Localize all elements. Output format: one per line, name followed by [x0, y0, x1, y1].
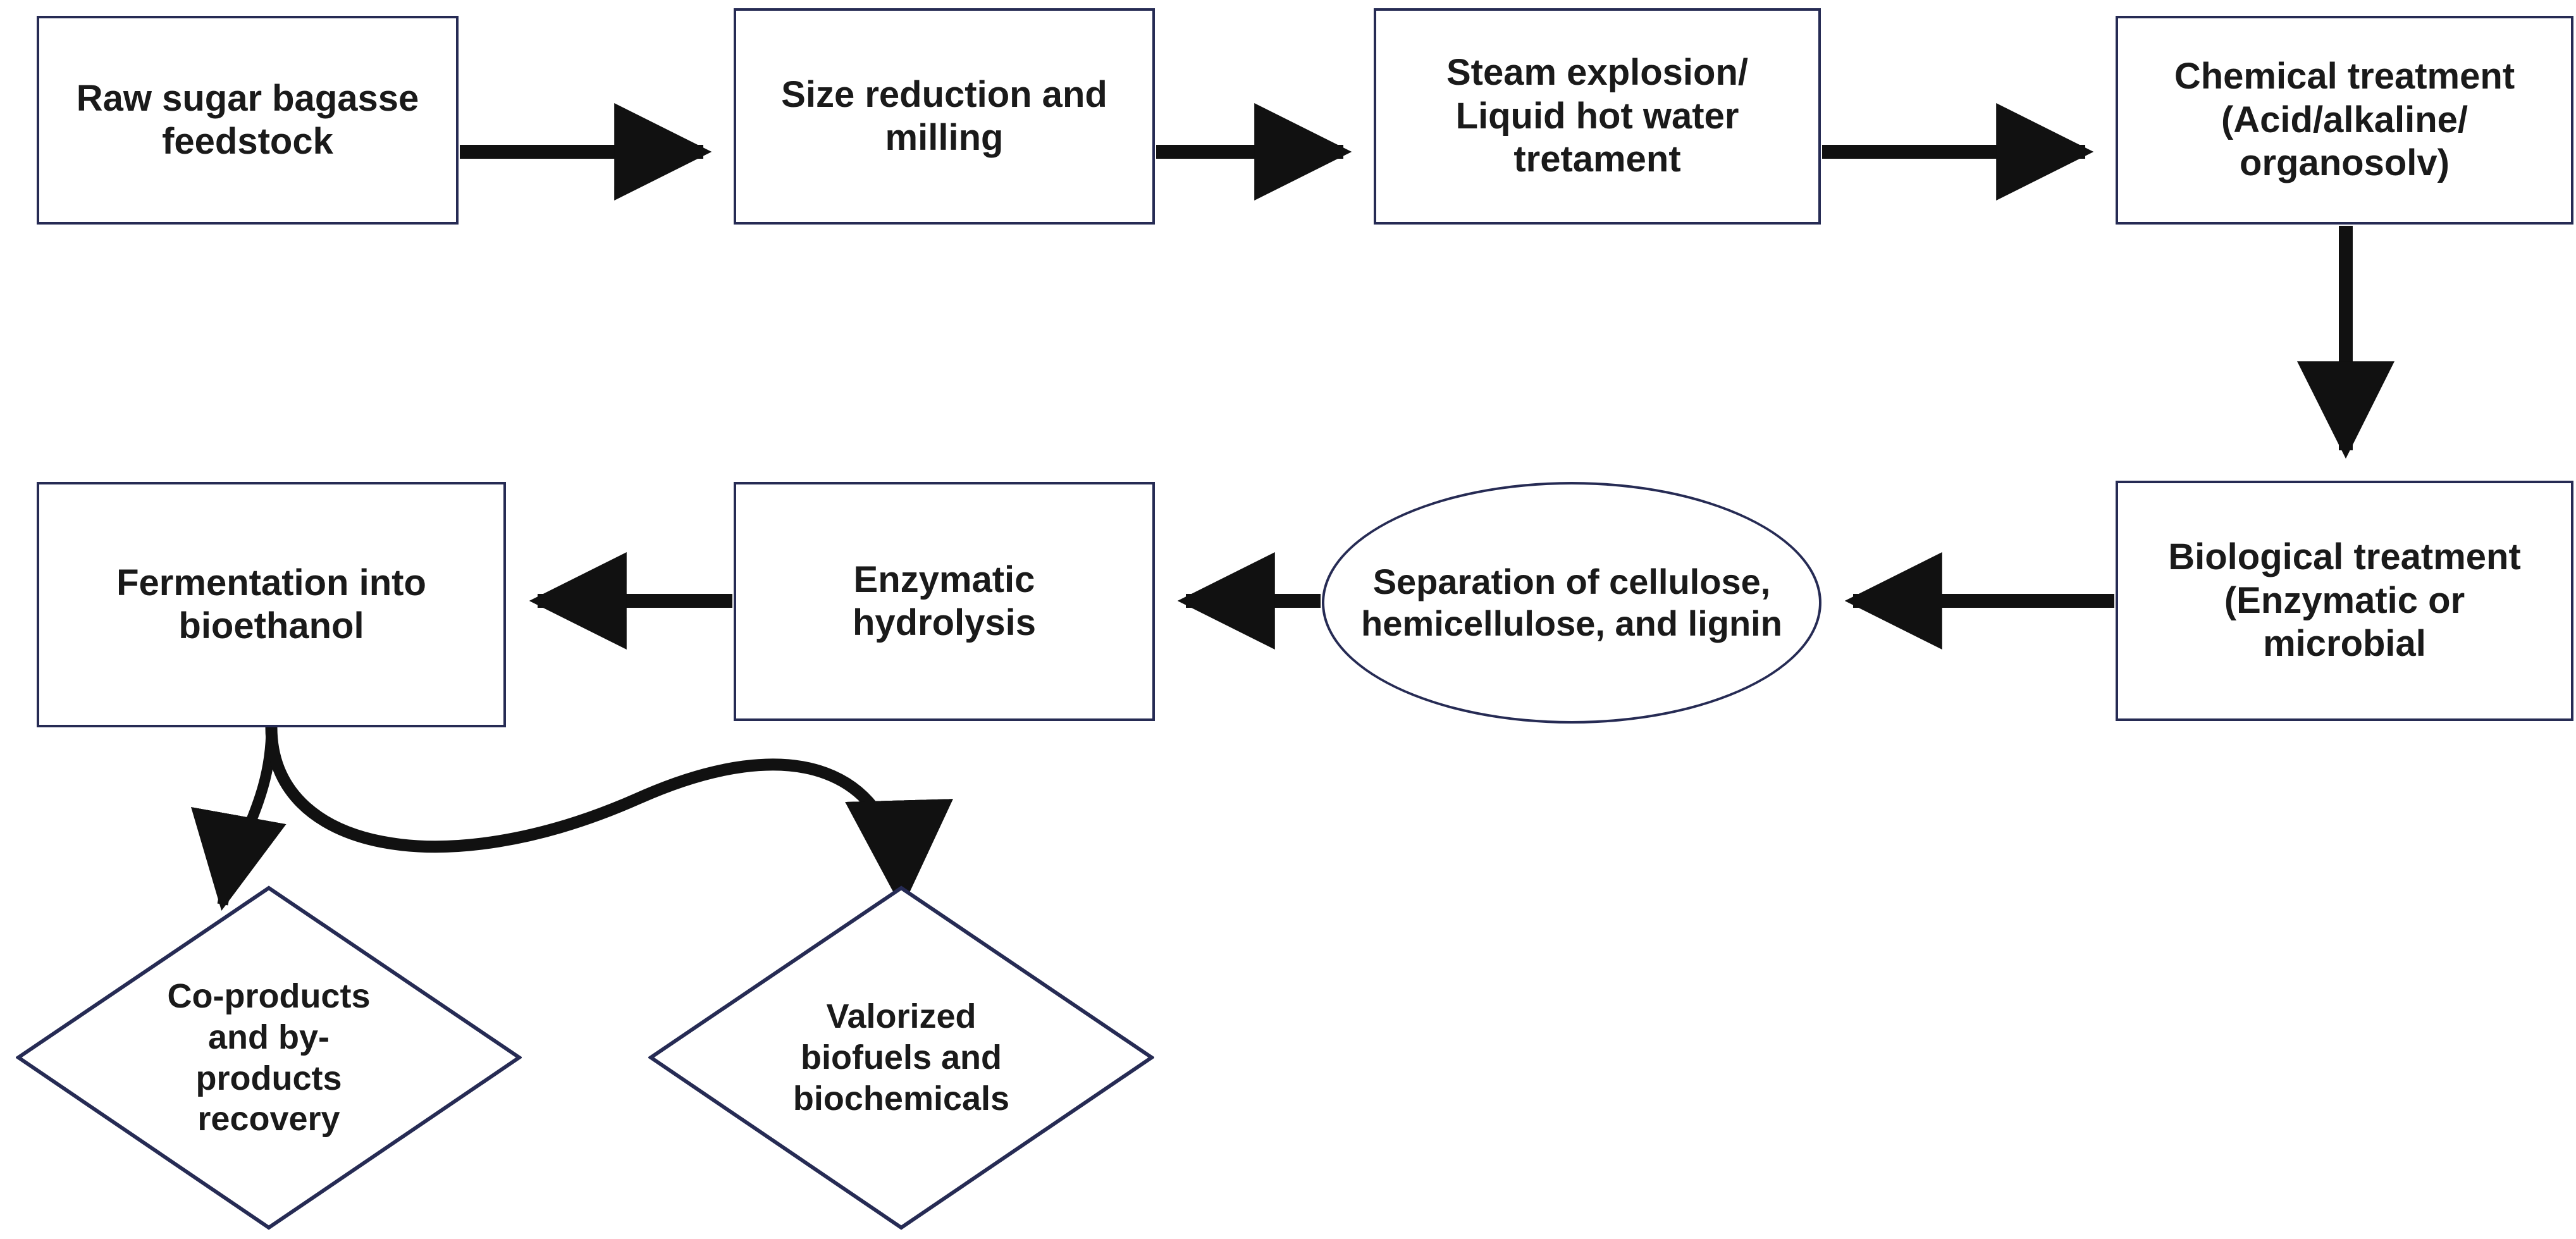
co-products-diamond-shape [16, 885, 522, 1230]
node-separation[interactable]: Separation of cellulose, hemicellulose, … [1322, 482, 1821, 724]
node-biological-treatment-label: Biological treatment (Enzymatic or micro… [2168, 536, 2521, 665]
node-fermentation-label: Fermentation into bioethanol [116, 562, 426, 646]
node-enzymatic-hydrolysis[interactable]: Enzymatic hydrolysis [734, 482, 1155, 721]
node-valorized-biofuels[interactable]: Valorized biofuels and biochemicals [648, 885, 1154, 1230]
node-co-products-label: Co-products and by- products recovery [167, 977, 371, 1138]
node-biological-treatment[interactable]: Biological treatment (Enzymatic or micro… [2116, 481, 2573, 721]
node-size-reduction-label: Size reduction and milling [781, 73, 1107, 158]
node-raw-feedstock[interactable]: Raw sugar bagasse feedstock [37, 16, 459, 225]
node-valorized-biofuels-label: Valorized biofuels and biochemicals [792, 997, 1010, 1118]
node-steam-explosion[interactable]: Steam explosion/ Liquid hot water tretam… [1374, 8, 1821, 225]
node-steam-explosion-label: Steam explosion/ Liquid hot water tretam… [1446, 52, 1749, 180]
arrow-fermentation-to-valorized [265, 727, 953, 909]
node-raw-feedstock-label: Raw sugar bagasse feedstock [76, 77, 419, 162]
node-separation-label: Separation of cellulose, hemicellulose, … [1361, 561, 1782, 643]
node-chemical-treatment[interactable]: Chemical treatment (Acid/alkaline/ organ… [2116, 16, 2573, 225]
valorized-biofuels-diamond-shape [648, 885, 1154, 1230]
node-chemical-treatment-label: Chemical treatment (Acid/alkaline/ organ… [2174, 56, 2515, 184]
node-size-reduction[interactable]: Size reduction and milling [734, 8, 1155, 225]
arrow-fermentation-to-coproducts [191, 727, 287, 911]
node-fermentation[interactable]: Fermentation into bioethanol [37, 482, 506, 727]
node-enzymatic-hydrolysis-label: Enzymatic hydrolysis [852, 558, 1037, 643]
node-co-products[interactable]: Co-products and by- products recovery [16, 885, 522, 1230]
